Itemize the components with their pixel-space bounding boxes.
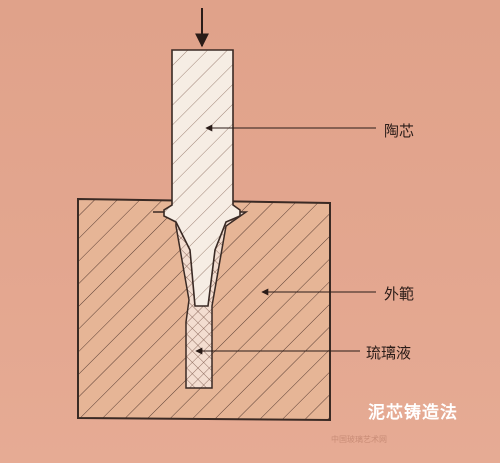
outer-mold-label: 外範 xyxy=(384,285,415,303)
diagram-title: 泥芯铸造法 xyxy=(368,403,458,423)
molten-glass-label: 琉璃液 xyxy=(366,344,412,362)
watermark: 中国玻璃艺术网 xyxy=(331,435,387,444)
ceramic-core xyxy=(163,49,241,307)
ceramic-core-label: 陶芯 xyxy=(384,122,415,140)
